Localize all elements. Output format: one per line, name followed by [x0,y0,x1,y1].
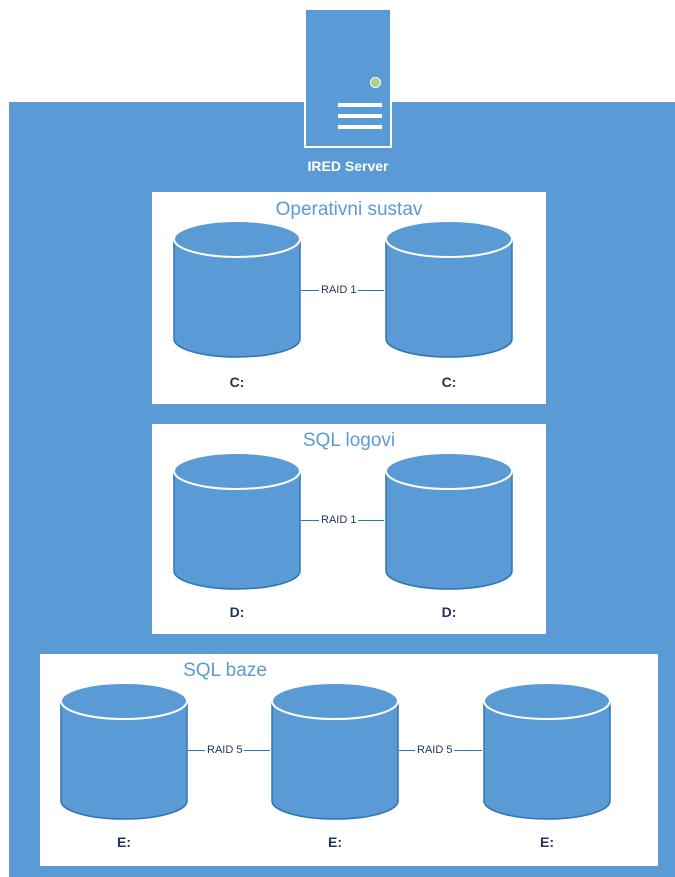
disk-label: E: [117,834,131,850]
server-vent-line [338,114,382,118]
server-icon [304,8,392,148]
disk-label: E: [328,834,342,850]
server-label: IRED Server [307,158,389,174]
disk-icon [384,219,514,359]
disk-label: D: [229,604,245,620]
server-vent-line [338,125,382,129]
raid-link: RAID 5 [188,743,270,757]
panel-title: SQL logovi [302,430,396,451]
raid-label: RAID 1 [319,283,359,297]
panel-title: SQL baze [183,660,267,681]
disk-icon [172,451,302,591]
raid-label: RAID 5 [415,743,455,757]
disk-icon [384,451,514,591]
disk-icon [59,681,189,821]
raid-label: RAID 1 [319,513,359,527]
server-status-led [370,77,381,88]
disk-label: E: [540,834,554,850]
disk-icon [172,219,302,359]
raid-link: RAID 1 [301,283,384,297]
disk-label: D: [441,604,457,620]
disk-icon [482,681,612,821]
disk-label: C: [441,374,457,390]
raid-link: RAID 5 [399,743,482,757]
server-vent-line [338,103,382,107]
disk-icon [270,681,400,821]
panel-title: Operativni sustav [275,199,423,220]
raid-label: RAID 5 [205,743,245,757]
raid-link: RAID 1 [301,513,384,527]
disk-label: C: [229,374,245,390]
